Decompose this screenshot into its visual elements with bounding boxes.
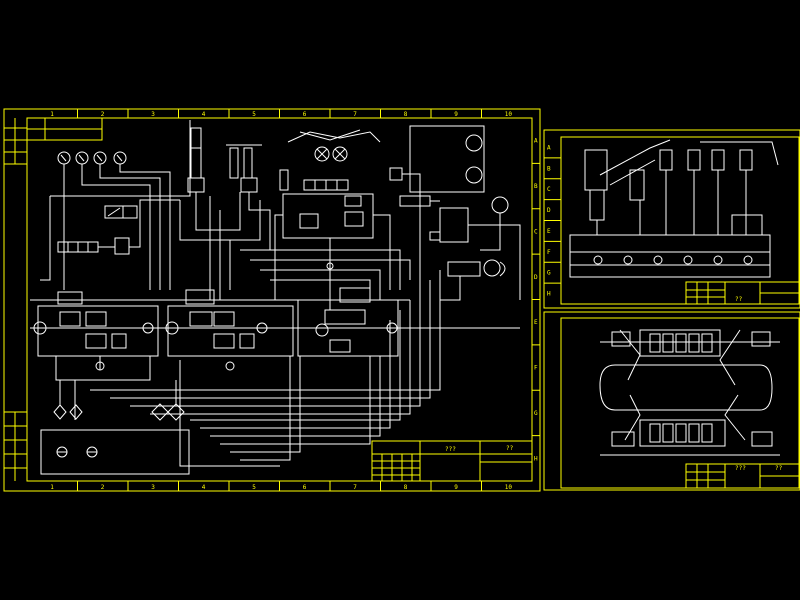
- cylinder-3: [243, 147, 253, 179]
- column-label-bottom: 3: [151, 484, 155, 491]
- mast-frame: [287, 131, 381, 143]
- cylinder-2: [229, 147, 239, 179]
- cylinder-1: [190, 127, 202, 149]
- lower-right-title-text: ???: [735, 465, 746, 472]
- directional-valve-3: [399, 195, 431, 207]
- row-label-right: E: [534, 319, 538, 326]
- column-label-top: 1: [50, 111, 54, 118]
- column-label-bottom: 6: [303, 484, 307, 491]
- filter-1: [151, 403, 169, 421]
- column-label-top: 4: [202, 111, 206, 118]
- column-label-top: 8: [404, 111, 408, 118]
- valve-block-right: [439, 207, 469, 243]
- column-label-bottom: 1: [50, 484, 54, 491]
- upper-right-row-label: C: [547, 186, 551, 193]
- check-valve-1: [114, 237, 130, 255]
- upper-right-row-label: F: [547, 249, 551, 256]
- upper-right-outer-frame: [543, 129, 800, 309]
- column-label-top: 5: [252, 111, 256, 118]
- lower-right-schematic: [599, 329, 780, 456]
- column-label-bottom: 9: [454, 484, 458, 491]
- main-sheet-row-ruler-right: A B C D E F G H: [532, 138, 540, 462]
- row-label-right: A: [534, 138, 538, 145]
- pump-loop: [409, 125, 485, 193]
- valve-block-upper: [282, 193, 374, 239]
- main-sheet-title-block: [371, 440, 533, 482]
- pump-1: [465, 134, 483, 152]
- main-sheet-column-ruler-bottom: 1 2 3 4 5 6 7 8 9 10: [50, 481, 512, 491]
- upper-right-title-block: [685, 281, 800, 305]
- row-label-right: F: [534, 365, 538, 372]
- column-label-bottom: 8: [404, 484, 408, 491]
- upper-right-row-label: H: [547, 291, 551, 298]
- motor-valve: [447, 261, 481, 277]
- upper-right-row-label: E: [547, 228, 551, 235]
- column-label-bottom: 7: [353, 484, 357, 491]
- upper-right-row-label: A: [547, 144, 551, 151]
- row-label-right: C: [534, 228, 538, 235]
- column-label-bottom: 5: [252, 484, 256, 491]
- pump-2: [465, 166, 483, 184]
- pump-3: [491, 196, 509, 214]
- row-label-right: H: [534, 455, 538, 462]
- upper-right-row-label: G: [547, 270, 551, 277]
- main-sheet-number: ??: [506, 445, 514, 452]
- upper-right-row-ruler: A B C D E F G H: [544, 144, 561, 298]
- row-label-right: D: [534, 274, 538, 281]
- upper-right-row-label: D: [547, 207, 551, 214]
- motor-symbol-2: [332, 146, 348, 162]
- valve-bank-2: [167, 305, 294, 357]
- valve-row-upper: [639, 329, 721, 357]
- column-label-bottom: 10: [505, 484, 513, 491]
- manifold-block: [569, 234, 771, 278]
- column-label-top: 3: [151, 111, 155, 118]
- main-sheet-header-block: [26, 117, 103, 141]
- lower-right-inner-frame: [560, 317, 800, 489]
- column-label-top: 10: [505, 111, 513, 118]
- main-sheet-column-ruler-top: 1 2 3 4 5 6 7 8 9 10: [50, 109, 512, 118]
- column-label-top: 2: [101, 111, 105, 118]
- column-label-bottom: 4: [202, 484, 206, 491]
- hydraulic-schematic: [30, 120, 521, 475]
- chassis-outline: [599, 364, 773, 411]
- row-label-right: G: [534, 410, 538, 417]
- lower-right-title-block: [685, 463, 800, 489]
- valve-row-lower: [639, 419, 726, 447]
- main-title-text: ???: [445, 446, 456, 453]
- column-label-top: 6: [303, 111, 307, 118]
- motor-symbol-1: [314, 146, 330, 162]
- filter-2: [167, 403, 185, 421]
- upper-right-row-label: B: [547, 165, 551, 172]
- lower-right-sheet: [543, 311, 800, 491]
- row-label-right: B: [534, 183, 538, 190]
- column-label-top: 7: [353, 111, 357, 118]
- column-label-bottom: 2: [101, 484, 105, 491]
- main-sheet-left-strip: [4, 118, 27, 481]
- lower-right-sheet-number: ??: [775, 465, 783, 472]
- hydraulic-tank: [40, 429, 190, 475]
- column-label-top: 9: [454, 111, 458, 118]
- main-sheet: 1 2 3 4 5 6 7 8 9 10 1 2 3 4 5 6 7 8 9 10 A B C D E F G H: [3, 108, 541, 492]
- lower-right-outer-frame: [543, 311, 800, 491]
- upper-right-sheet: A B C D E F G H: [543, 129, 800, 309]
- upper-right-schematic: [569, 139, 779, 278]
- valve-bank-1: [37, 305, 159, 357]
- upper-right-title-text: ??: [735, 296, 743, 303]
